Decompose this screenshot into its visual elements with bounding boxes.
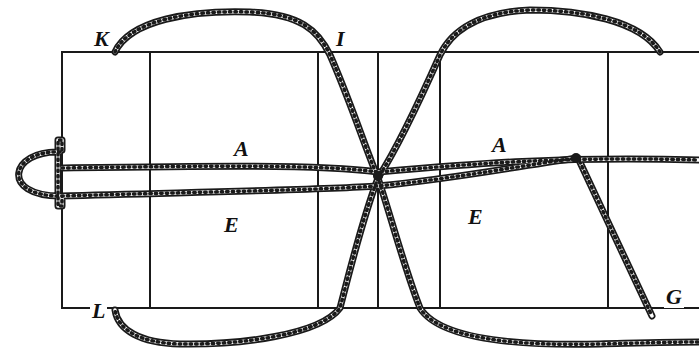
point-letter: G [664,286,684,308]
point-letter: A [232,138,251,160]
point-letter: L [90,300,107,322]
point-letter: K [92,28,111,50]
point-letter: I [334,28,347,50]
point-letter: E [466,206,485,228]
point-letter: E [222,214,241,236]
package [62,52,699,308]
rope [19,10,699,344]
point-letter: A [490,134,509,156]
knot [373,153,581,181]
